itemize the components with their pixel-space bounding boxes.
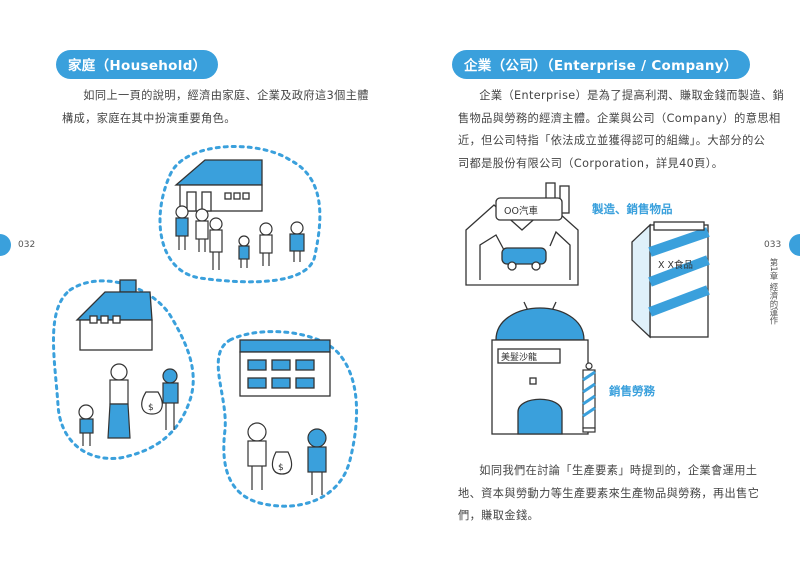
closing-line-2: 地、資本與勞動力等生產要素來生產物品與勞務，再出售它 bbox=[458, 486, 760, 500]
household-paragraph: 如同上一頁的說明，經濟由家庭、企業及政府這3個主體 構成，家庭在其中扮演重要角色… bbox=[62, 85, 382, 130]
enterprise-illustration: OO汽車 X X食品 美髮沙龍 bbox=[465, 182, 710, 435]
left-page-tab bbox=[0, 234, 11, 256]
house-icon bbox=[174, 159, 263, 212]
manufacture-callout: 製造、銷售物品 bbox=[592, 202, 673, 216]
enterprise-closing: 如同我們在討論「生產要素」時提到的，企業會運用土 地、資本與勞動力等生產要素來生… bbox=[458, 460, 788, 528]
store-sign: X X食品 bbox=[658, 259, 693, 271]
household-line-2: 構成，家庭在其中扮演重要角色。 bbox=[62, 111, 236, 125]
svg-text:$: $ bbox=[278, 463, 284, 473]
left-page: 家庭（Household） 如同上一頁的說明，經濟由家庭、企業及政府這3個主體 … bbox=[0, 50, 382, 508]
payment-figures: $ bbox=[247, 422, 327, 495]
salon-icon: 美髮沙龍 bbox=[491, 301, 589, 435]
barber-pole-icon bbox=[582, 362, 596, 433]
right-page: 企業（公司）（Enterprise / Company） 企業（Enterpri… bbox=[400, 0, 800, 570]
right-page-number: 033 bbox=[764, 240, 782, 250]
salon-sign: 美髮沙龍 bbox=[501, 351, 537, 363]
chapter-label: 第1章 經濟的運作 bbox=[769, 258, 779, 325]
household-heading: 家庭（Household） bbox=[56, 50, 219, 79]
closing-line-1: 如同我們在討論「生產要素」時提到的，企業會運用土 bbox=[479, 464, 758, 477]
enterprise-intro: 企業（Enterprise）是為了提高利潤、賺取金錢而製造、銷 售物品與勞務的經… bbox=[458, 85, 788, 175]
family-blob bbox=[158, 145, 322, 284]
intro-line-2: 售物品與勞務的經濟主體。企業與公司（Company）的意思相 bbox=[458, 111, 781, 125]
shopper-figures bbox=[78, 363, 179, 446]
household-line-1: 如同上一頁的說明，經濟由家庭、企業及政府這3個主體 bbox=[83, 89, 369, 102]
household-illustration: $ $ bbox=[52, 145, 358, 508]
dollar-bag-icon: $ bbox=[141, 391, 163, 415]
intro-line-3: 近，但公司特指「依法成立並獲得認可的組織」。大部分的公 bbox=[458, 134, 766, 147]
intro-line-4: 司都是股份有限公司（Corporation，詳見40頁）。 bbox=[458, 156, 724, 170]
consumer-blob bbox=[52, 279, 195, 460]
factory-sign: OO汽車 bbox=[504, 205, 538, 217]
small-house-icon bbox=[75, 279, 153, 351]
services-callout: 銷售勞務 bbox=[609, 384, 655, 398]
enterprise-heading: 企業（公司）（Enterprise / Company） bbox=[452, 50, 750, 79]
apartment-icon bbox=[239, 339, 331, 397]
left-page-number: 032 bbox=[18, 240, 36, 250]
closing-line-3: 們，賺取金錢。 bbox=[458, 509, 540, 522]
intro-line-1: 企業（Enterprise）是為了提高利潤、賺取金錢而製造、銷 bbox=[479, 89, 785, 102]
svg-text:$: $ bbox=[148, 403, 154, 413]
store-icon: X X食品 bbox=[631, 221, 710, 339]
family-figures bbox=[175, 205, 305, 270]
factory-icon: OO汽車 bbox=[465, 182, 579, 286]
right-page-tab bbox=[789, 234, 800, 256]
